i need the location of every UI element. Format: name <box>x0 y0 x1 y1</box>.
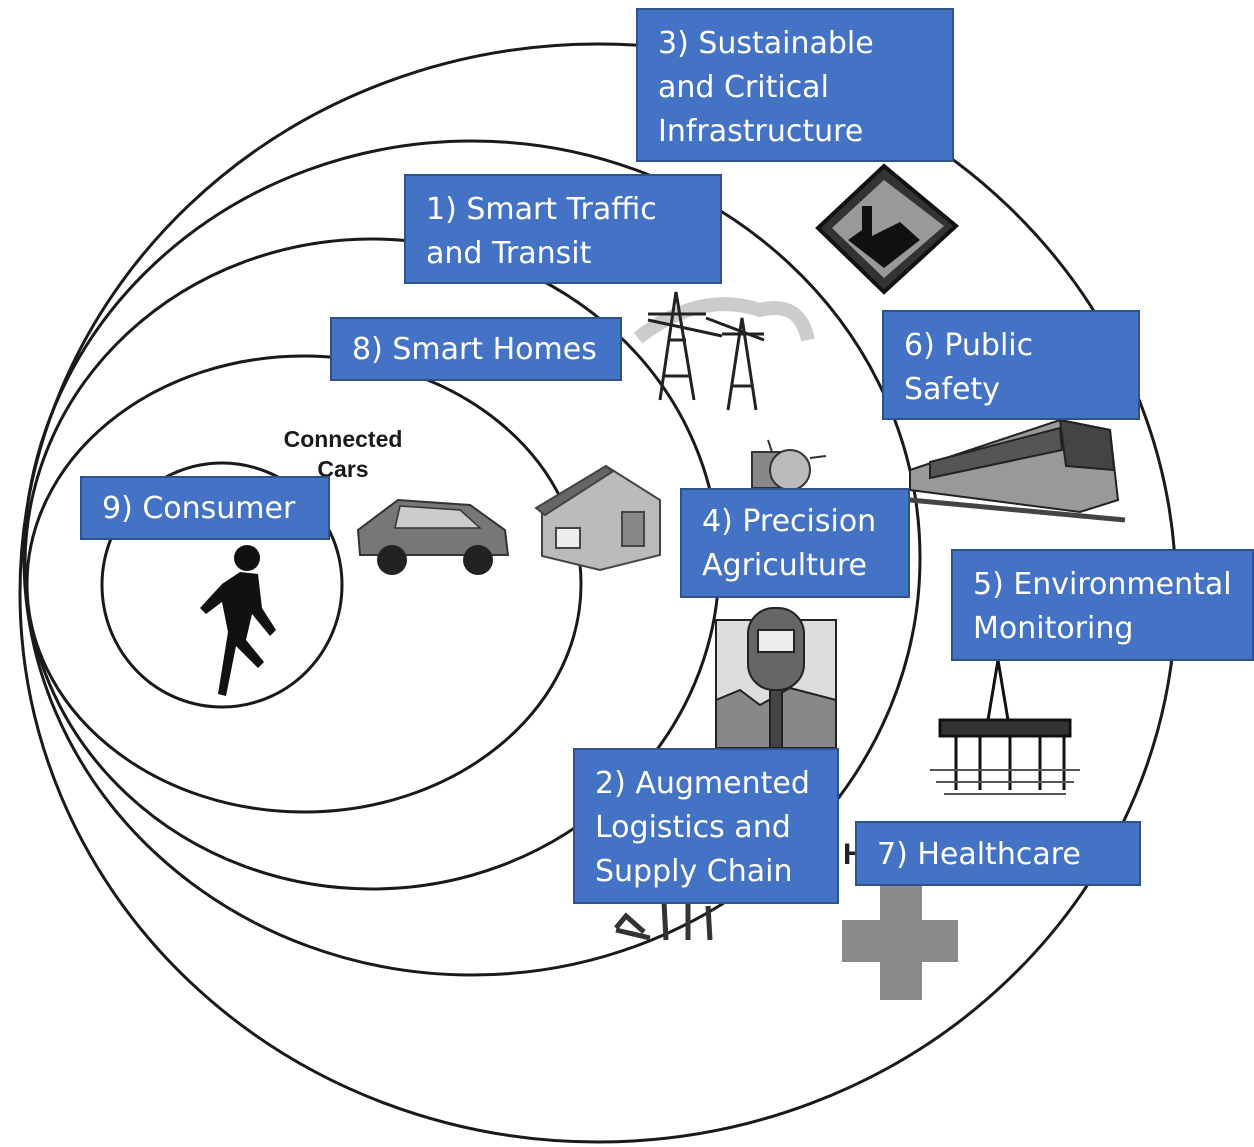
label-consumer: 9) Consumer <box>80 476 330 540</box>
label-public-safety: 6) Public Safety <box>882 310 1140 420</box>
runner-icon <box>200 545 276 696</box>
label-environmental-monitoring: 5) Environmental Monitoring <box>951 549 1254 661</box>
tools-icon <box>614 901 713 941</box>
factory-icon <box>815 163 960 295</box>
label-smart-homes: 8) Smart Homes <box>330 317 622 381</box>
label-precision-agriculture: 4) Precision Agriculture <box>680 488 910 598</box>
oil-rig-icon <box>930 659 1080 795</box>
medical-cross-icon <box>842 880 958 1000</box>
label-healthcare: 7) Healthcare <box>855 821 1141 886</box>
connected-cars-label: Connected Cars <box>283 426 403 482</box>
label-sustainable-infrastructure: 3) Sustainable and Critical Infrastructu… <box>636 8 954 162</box>
ring-inner <box>100 461 344 709</box>
label-augmented-logistics: 2) Augmented Logistics and Supply Chain <box>573 748 839 904</box>
ring-2 <box>25 354 583 814</box>
parking-meter-icon <box>715 607 837 749</box>
train-icon <box>909 418 1126 523</box>
valve-icon <box>751 439 827 491</box>
power-lines-icon <box>633 291 815 411</box>
house-icon <box>534 464 661 572</box>
car-icon <box>356 498 510 575</box>
label-smart-traffic: 1) Smart Traffic and Transit <box>404 174 722 284</box>
